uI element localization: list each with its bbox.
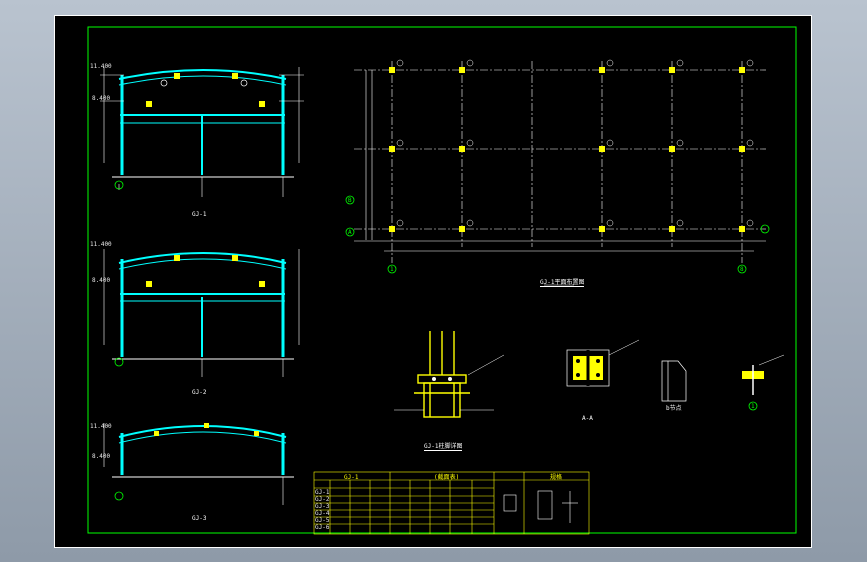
frame-1-caption: GJ-1 — [192, 211, 207, 218]
frame-2-eave-level: 8.400 — [92, 277, 111, 284]
frame-3-eave-level: 8.400 — [92, 453, 111, 460]
frame-elevation-3 — [103, 423, 294, 505]
section-a-detail — [566, 339, 640, 387]
plan-bubble-b: B — [348, 197, 352, 204]
table-row: GJ-3 — [315, 503, 330, 510]
plan-title: GJ-1平面布置图 — [540, 279, 585, 287]
detail-b — [661, 360, 687, 402]
frame-elevation-2 — [103, 249, 300, 377]
inner-border — [87, 26, 797, 534]
table-sketches — [503, 490, 578, 523]
table-row: GJ-6 — [315, 524, 330, 531]
structural-plan — [354, 61, 766, 263]
detail-b-title: b节点 — [666, 405, 682, 412]
frame-2-roof-beam — [118, 252, 287, 264]
column-base-detail — [414, 331, 470, 418]
plan-bubble-8: 8 — [740, 266, 744, 273]
table-row: GJ-5 — [315, 517, 330, 524]
frame-1-axis-bubble — [114, 180, 124, 190]
frame-elevation-1 — [100, 67, 304, 197]
table-row: GJ-1 — [315, 489, 330, 496]
frame-1-ridge-level: 11.400 — [90, 63, 112, 70]
section-table — [313, 471, 590, 535]
frame-3-caption: GJ-3 — [192, 515, 207, 522]
plan-bubble-1: 1 — [390, 266, 394, 273]
frame-2-ridge-level: 11.400 — [90, 241, 112, 248]
section-a-title: A-A — [582, 415, 593, 422]
frame-1-eave-level: 8.400 — [92, 95, 111, 102]
table-header-left: GJ-1 — [344, 474, 359, 481]
plan-grid-bubbles — [345, 195, 770, 274]
detail-1-title: 1 — [751, 403, 755, 410]
detail-1 — [742, 354, 785, 411]
table-header-mid: (截面表) — [434, 474, 460, 481]
drawing-canvas — [54, 15, 812, 548]
table-row: GJ-4 — [315, 510, 330, 517]
column-base-title: GJ-1柱脚详图 — [424, 443, 463, 451]
outer-border — [54, 15, 812, 548]
table-header-right: 规格 — [550, 474, 563, 481]
plan-columns — [389, 67, 745, 232]
frame-1-roof-beam — [118, 69, 287, 80]
frame-2-caption: GJ-2 — [192, 389, 207, 396]
table-row: GJ-2 — [315, 496, 330, 503]
plan-bubble-a: A — [348, 229, 352, 236]
frame-3-ridge-level: 11.400 — [90, 423, 112, 430]
frame-3-roof-beam — [118, 425, 287, 438]
drawing-sheet: 11.400 8.400 GJ-1 11.400 8.400 GJ-2 11.4… — [54, 15, 812, 548]
plan-tags — [396, 59, 754, 227]
